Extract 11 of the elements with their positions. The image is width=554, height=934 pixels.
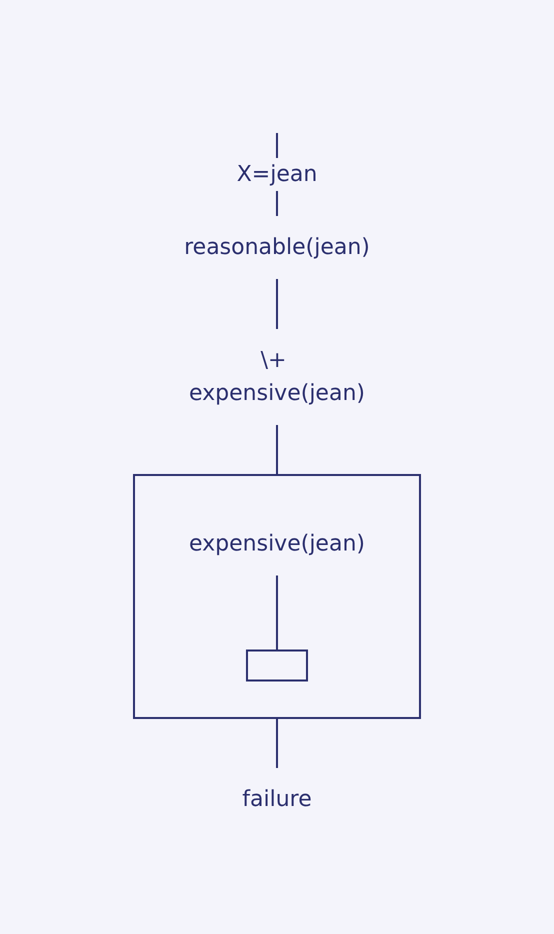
- node-text: reasonable(jean): [184, 235, 370, 260]
- connector-line: [276, 718, 278, 768]
- node-text: \+ expensive(jean): [188, 348, 365, 406]
- connector-line: [276, 576, 278, 650]
- connector-line: [276, 425, 278, 475]
- edge-label: X=jean: [236, 162, 318, 187]
- node-box: [246, 650, 308, 682]
- cluster: [133, 474, 421, 719]
- node-text: failure: [242, 787, 312, 812]
- connector-line: [276, 279, 278, 329]
- node-text: expensive(jean): [189, 532, 365, 556]
